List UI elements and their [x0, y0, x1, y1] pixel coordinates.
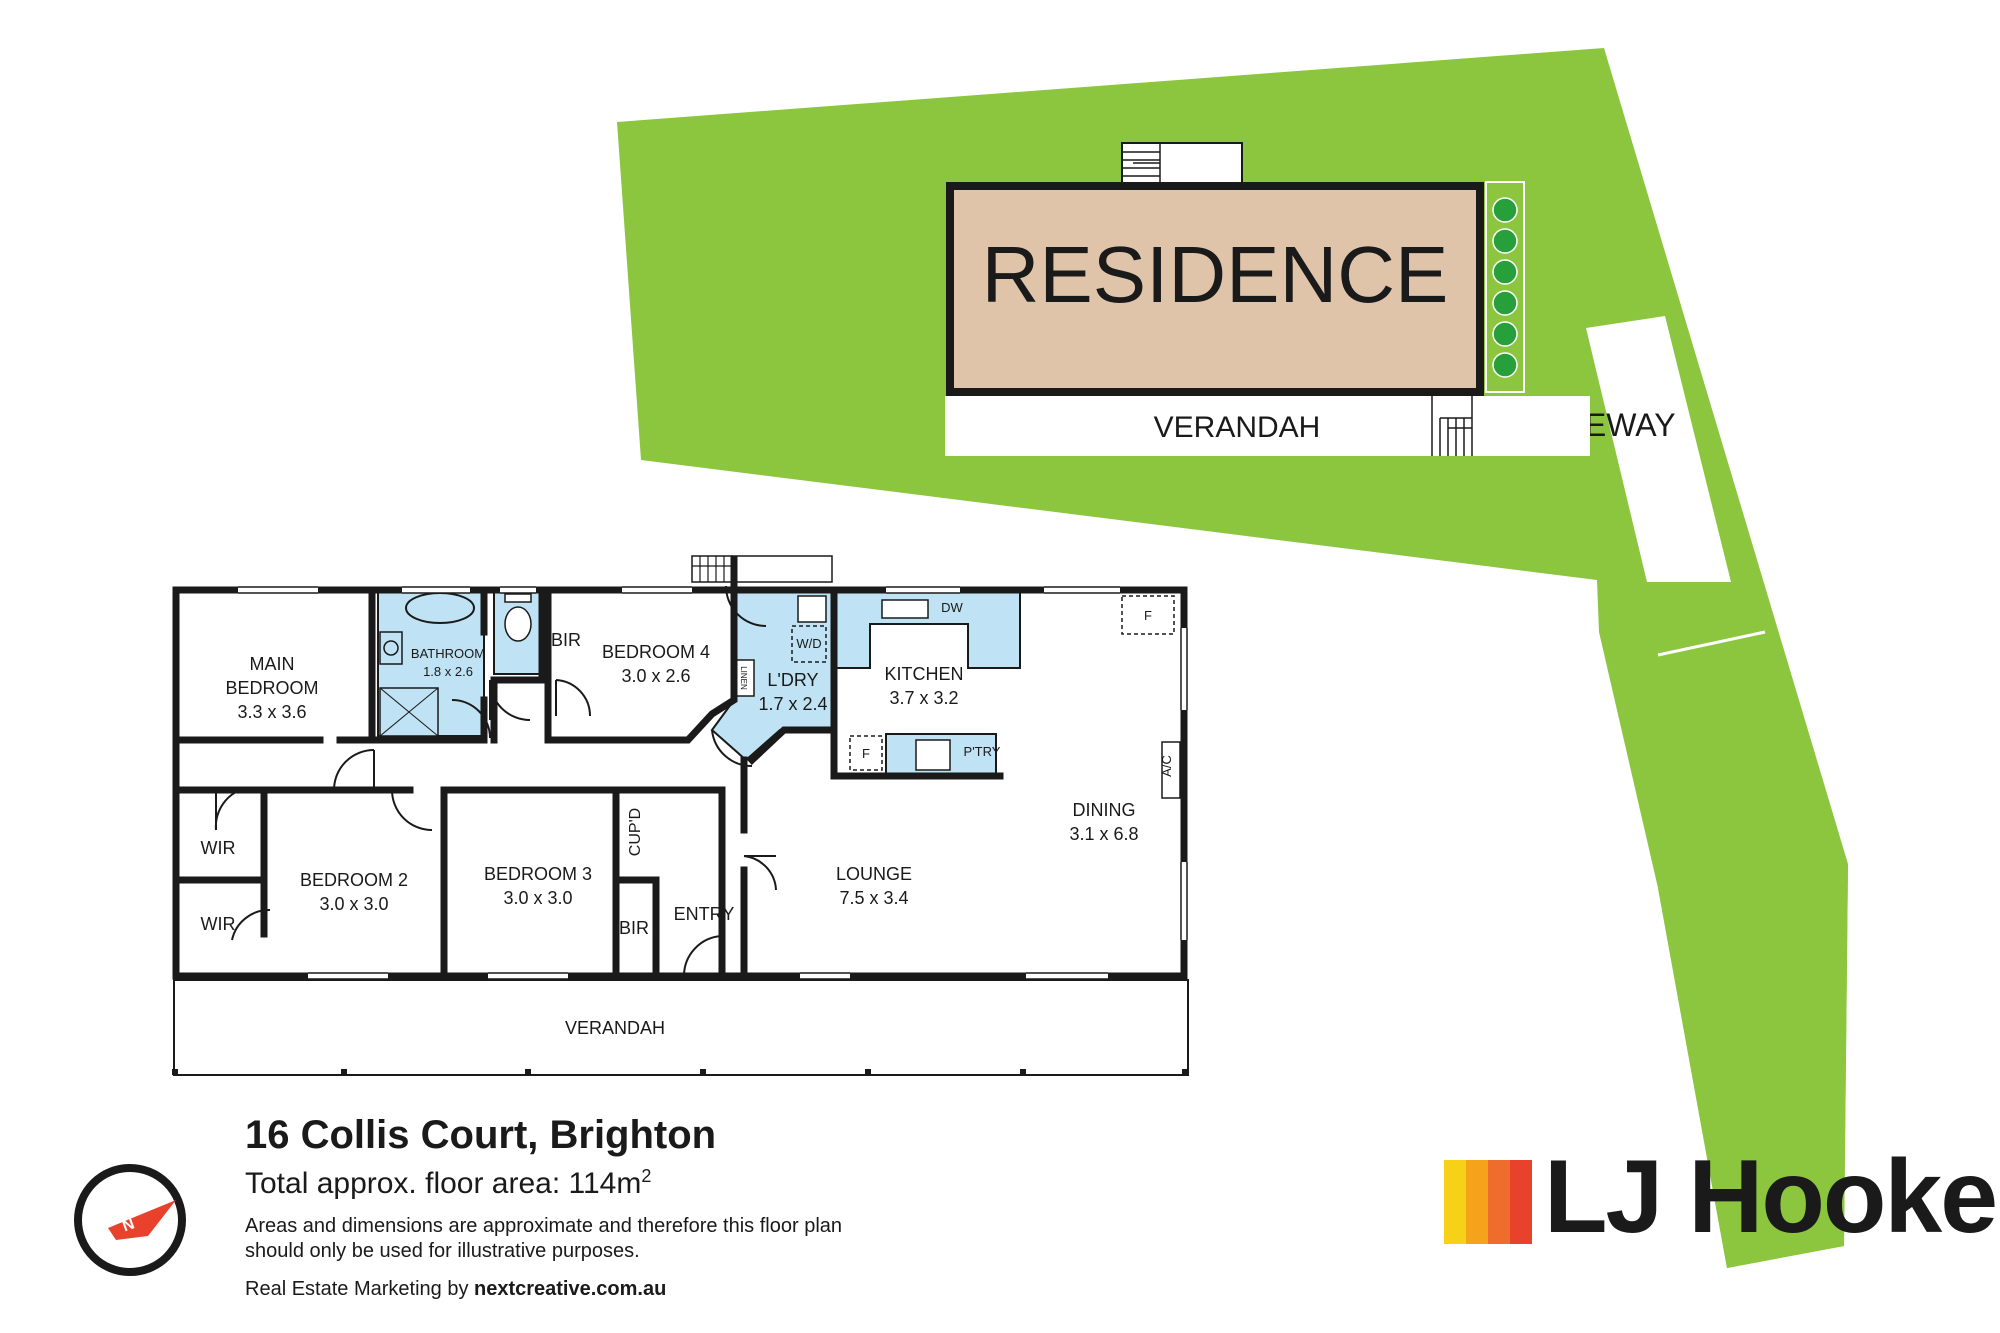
main-bedroom-name: BEDROOM: [225, 678, 318, 698]
shrub: [1492, 228, 1518, 254]
kitchen-name: KITCHEN: [884, 664, 963, 684]
marketing-site-link[interactable]: nextcreative.com.au: [474, 1278, 667, 1300]
dining-dim: 3.1 x 6.8: [1069, 824, 1138, 844]
verandah-label: VERANDAH: [565, 1018, 665, 1038]
kitchen-dim: 3.7 x 3.2: [889, 688, 958, 708]
side-steps: [1432, 396, 1490, 456]
floor-area: Total approx. floor area: 114m2: [245, 1158, 885, 1202]
fridge-label: F: [1144, 608, 1152, 623]
site-verandah: [945, 396, 1490, 456]
marketing-prefix: Real Estate Marketing by: [245, 1278, 474, 1300]
doors: [214, 585, 777, 977]
bedroom2-dim: 3.0 x 3.0: [319, 894, 388, 914]
wir-label: WIR: [201, 914, 236, 934]
laundry-tub-icon: [797, 595, 827, 623]
site-driveway-link: [1490, 396, 1590, 456]
verandah-posts: [172, 1069, 1188, 1075]
ac-label: A/C: [1159, 755, 1174, 777]
brand-name: LJ Hooker: [1544, 1139, 2000, 1255]
main-bedroom-dim: 3.3 x 3.6: [237, 702, 306, 722]
shrubs: [1492, 197, 1518, 378]
air-conditioner: [1161, 741, 1181, 799]
shrub: [1492, 259, 1518, 285]
bedroom3-dim: 3.0 x 3.0: [503, 888, 572, 908]
property-info: 16 Collis Court, Brighton Total approx. …: [245, 1112, 885, 1301]
kitchen-bench: [833, 589, 1021, 669]
property-address: 16 Collis Court, Brighton: [245, 1113, 717, 1157]
laundry-steps: [691, 555, 733, 583]
marketing-credit: Real Estate Marketing by nextcreative.co…: [245, 1278, 885, 1301]
shower-cross: [379, 687, 439, 737]
verandah-area: [173, 979, 1189, 1076]
fridge-space: [1121, 595, 1175, 635]
fridge-label: F: [862, 746, 870, 761]
lot-division-line: [1657, 630, 1766, 657]
bathroom-name: BATHROOM: [411, 646, 485, 661]
bir-label: BIR: [619, 918, 649, 938]
shrub: [1492, 321, 1518, 347]
disclaimer: Areas and dimensions are approximate and…: [245, 1215, 843, 1262]
shrub: [1492, 197, 1518, 223]
bedroom2-name: BEDROOM 2: [300, 870, 408, 890]
residence-label: RESIDENCE: [982, 230, 1449, 319]
rear-steps-treads: [1122, 143, 1161, 183]
fridge-space: [849, 735, 883, 771]
linen-label: LINEN: [739, 666, 748, 690]
lounge-dim: 7.5 x 3.4: [839, 888, 908, 908]
brand-stripes-icon: [1444, 1160, 1532, 1244]
basin-icon: [383, 640, 399, 656]
brand-logo: LJ Hooker: [1444, 1139, 2000, 1276]
dw-label: DW: [941, 600, 963, 615]
laundry-dim: 1.7 x 2.4: [758, 694, 827, 714]
toilet-cistern: [504, 593, 532, 603]
floor-area-text: Total approx. floor area: 114m: [245, 1167, 642, 1200]
windows: [238, 586, 1188, 980]
north-compass-icon: N: [74, 1164, 186, 1276]
laundry-steps-treads: [692, 556, 732, 582]
washer-dryer: [791, 625, 827, 663]
cooktop-icon: [915, 739, 951, 771]
cupboard-label: CUP'D: [627, 808, 644, 856]
dining-name: DINING: [1073, 800, 1136, 820]
entry-label: ENTRY: [674, 904, 735, 924]
floor-plan: VERANDAH: [172, 555, 1189, 1076]
compass-letter: N: [120, 1215, 137, 1235]
toilet-icon: [504, 606, 532, 642]
interior-walls: [172, 586, 1004, 980]
floor-area-unit-sup: 2: [641, 1166, 652, 1186]
bedroom4-name: BEDROOM 4: [602, 642, 710, 662]
bathroom-dim: 1.8 x 2.6: [423, 664, 473, 679]
laundry-landing: [731, 555, 833, 583]
driveway: [1586, 316, 1731, 582]
vanity: [379, 631, 403, 665]
bir-label: BIR: [551, 630, 581, 650]
pantry-label: P'TRY: [964, 744, 1001, 759]
wir-label: WIR: [201, 838, 236, 858]
bedroom3-name: BEDROOM 3: [484, 864, 592, 884]
sink-icon: [881, 599, 929, 619]
lawn-area: [617, 48, 1848, 1268]
lounge-name: LOUNGE: [836, 864, 912, 884]
residence-block: [946, 182, 1484, 396]
site-verandah-label: VERANDAH: [1154, 411, 1321, 444]
shrub: [1492, 290, 1518, 316]
shrub: [1492, 352, 1518, 378]
laundry-name: L'DRY: [767, 670, 818, 690]
main-bedroom-name: MAIN: [250, 654, 295, 674]
side-steps-treads: [1431, 396, 1473, 456]
lawn-strip: [1658, 864, 1848, 1268]
bedroom4-dim: 3.0 x 2.6: [621, 666, 690, 686]
wd-label: W/D: [796, 636, 821, 651]
bath-tub: [405, 592, 475, 624]
